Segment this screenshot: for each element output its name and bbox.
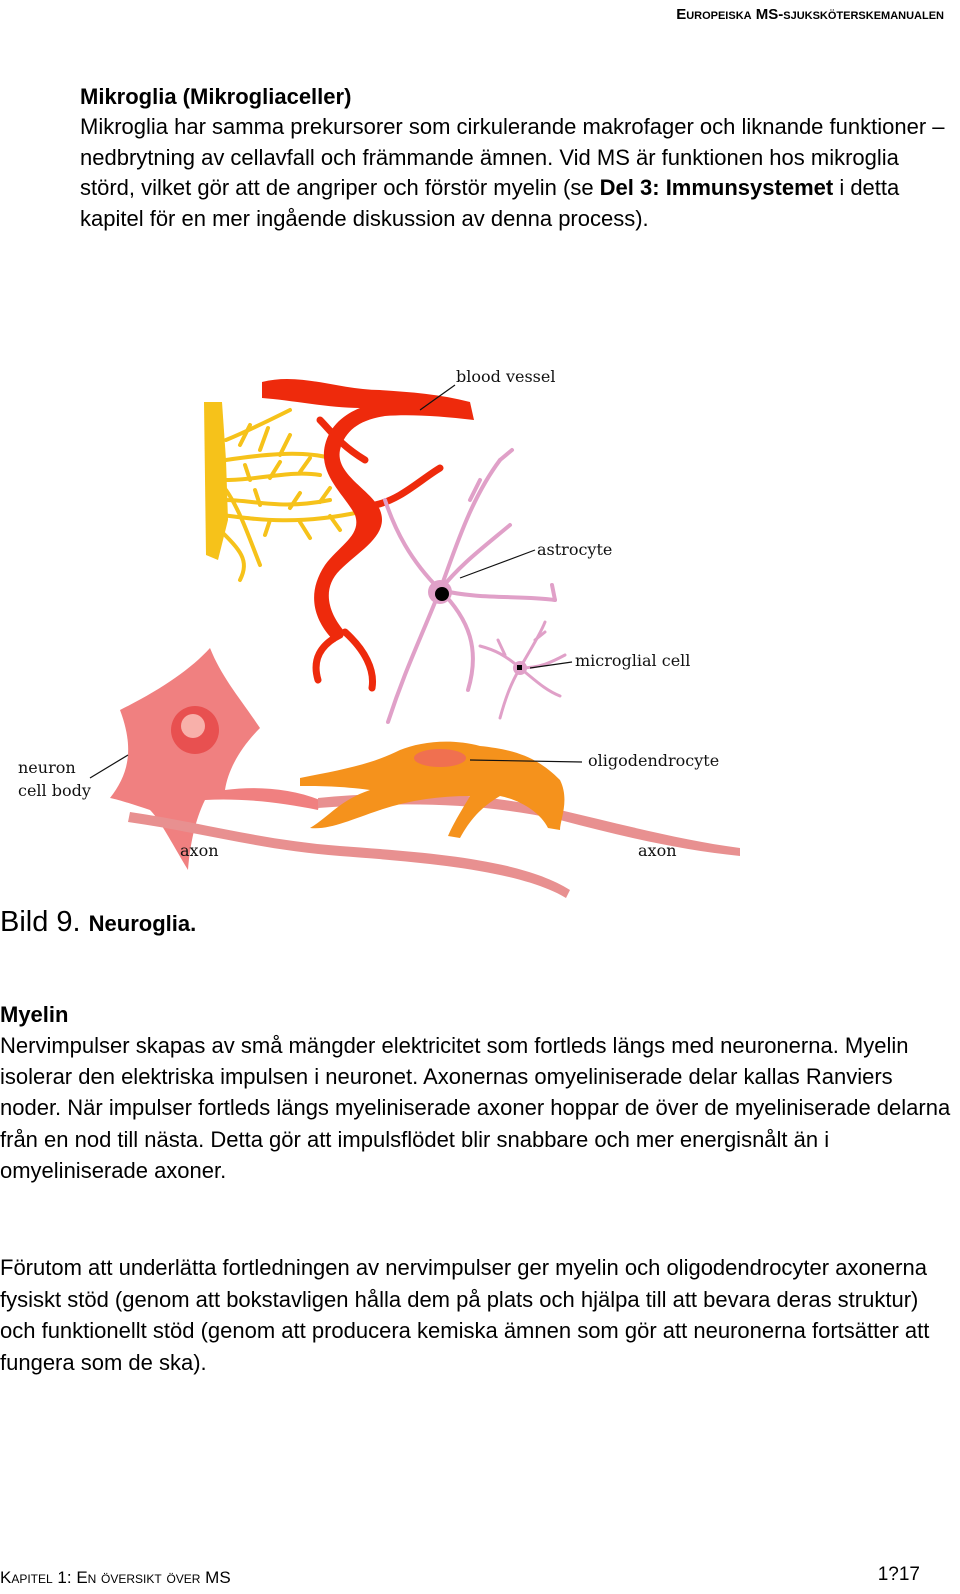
- label-blood-vessel: blood vessel: [456, 367, 555, 386]
- blood-vessel-branches: [312, 416, 444, 692]
- section-heading-microglia: Mikroglia (Mikrogliaceller): [80, 84, 352, 109]
- section-heading-myelin: Myelin: [0, 1002, 69, 1027]
- section-microglia: Mikroglia (Mikrogliaceller) Mikroglia ha…: [80, 82, 950, 234]
- neuroglia-figure: blood vessel astrocyte microglial cell n…: [0, 350, 760, 910]
- cross-reference: Del 3: Immunsystemet: [599, 175, 834, 200]
- caption-title: Neuroglia.: [88, 911, 197, 936]
- chapter-footer: Kapitel 1: En översikt över MS: [0, 1568, 231, 1587]
- section-support: Förutom att underlätta fortledningen av …: [0, 1252, 955, 1378]
- yellow-cell-body: [204, 402, 228, 560]
- label-oligodendrocyte: oligodendrocyte: [588, 751, 719, 770]
- paragraph-myelin: Nervimpulser skapas av små mängder elekt…: [0, 1033, 951, 1183]
- neuroglia-illustration: blood vessel astrocyte microglial cell n…: [18, 367, 740, 898]
- neuron-cell-body: [110, 648, 320, 870]
- label-axon-left: axon: [180, 841, 219, 860]
- yellow-cell-processes: [218, 408, 362, 582]
- section-myelin: Myelin Nervimpulser skapas av små mängde…: [0, 1000, 955, 1186]
- axon-lower: [128, 812, 570, 898]
- oligodendrocyte-shape: [300, 741, 565, 838]
- label-microglial-cell: microglial cell: [575, 651, 690, 670]
- microglia-nucleus: [517, 665, 522, 670]
- label-axon-right: axon: [638, 841, 677, 860]
- paragraph-support: Förutom att underlätta fortledningen av …: [0, 1255, 930, 1375]
- label-cell-body: cell body: [18, 781, 91, 800]
- paragraph-text: Mikroglia har samma prekursorer som cirk…: [80, 114, 945, 200]
- astrocyte-nucleus: [435, 587, 449, 601]
- label-leader-lines: [89, 384, 583, 779]
- page-number: 1?17: [877, 1564, 920, 1585]
- paragraph-microglia: Mikroglia har samma prekursorer som cirk…: [80, 112, 950, 234]
- figure-caption: Bild 9. Neuroglia.: [0, 906, 196, 939]
- label-neuron: neuron: [18, 758, 76, 777]
- blood-vessel-shape: [262, 378, 474, 642]
- oligodendrocyte-nucleus: [414, 749, 466, 767]
- running-header: Europeiska MS-sjuksköterskemanualen: [676, 6, 944, 23]
- label-astrocyte: astrocyte: [537, 540, 612, 559]
- caption-number: Bild 9.: [0, 906, 81, 938]
- paragraph-text: i detta kapitel för en mer ingående disk…: [80, 175, 900, 231]
